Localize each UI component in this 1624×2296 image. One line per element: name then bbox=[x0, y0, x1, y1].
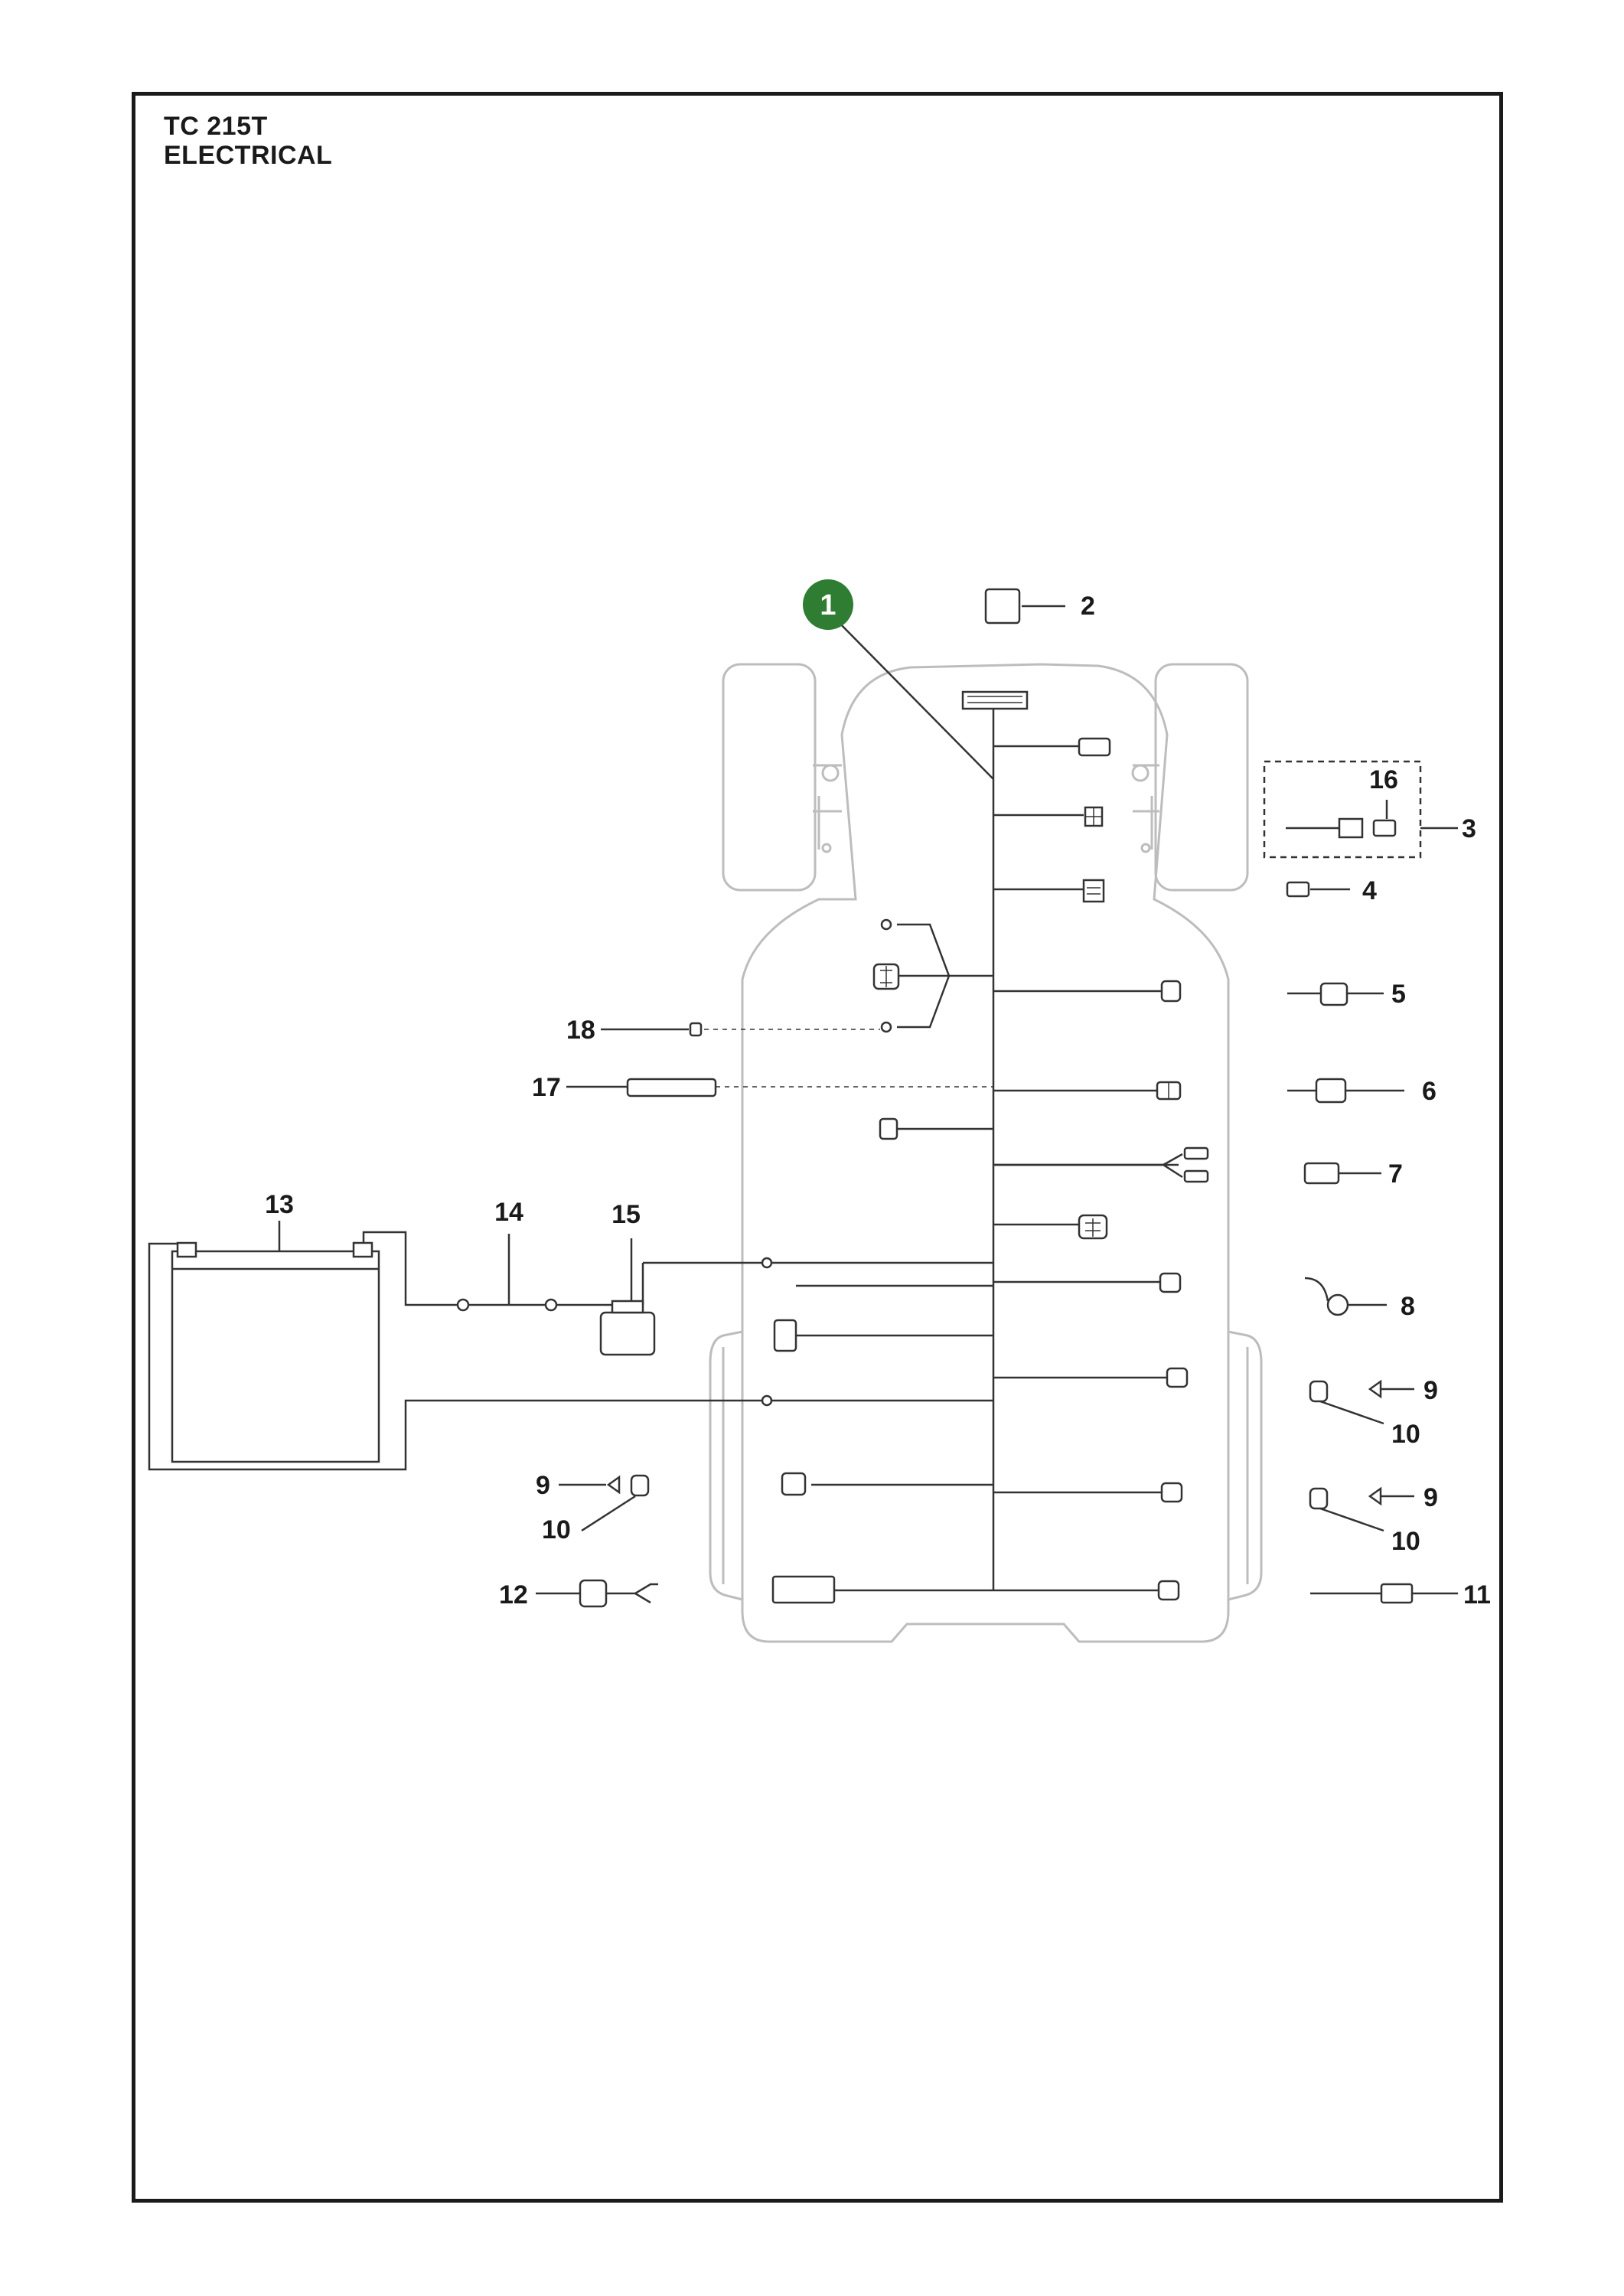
part-17-fuse-holder bbox=[626, 1078, 717, 1097]
callout-18: 18 bbox=[566, 1016, 595, 1045]
callout-8: 8 bbox=[1401, 1292, 1415, 1321]
callout-10-right-lower: 10 bbox=[1391, 1527, 1420, 1556]
part-9-plug-right-upper bbox=[1368, 1379, 1382, 1399]
callout-10-right-upper: 10 bbox=[1391, 1420, 1420, 1449]
part-2-relay bbox=[984, 588, 1021, 625]
harness-connectors bbox=[761, 690, 1209, 1604]
part-14-cable-right-terminal bbox=[544, 1298, 558, 1312]
part-4-fuse bbox=[1286, 881, 1310, 898]
part-10-switch-right-lower bbox=[1309, 1487, 1329, 1510]
callout-6: 6 bbox=[1422, 1077, 1436, 1106]
part-18-bulb bbox=[689, 1022, 703, 1037]
callout-9-left: 9 bbox=[536, 1471, 550, 1500]
callout-12: 12 bbox=[499, 1580, 528, 1609]
callout-9-right-upper: 9 bbox=[1423, 1376, 1438, 1405]
part-15-starter-solenoid bbox=[599, 1311, 656, 1356]
part-13-battery bbox=[171, 1250, 380, 1463]
callout-2: 2 bbox=[1081, 592, 1095, 621]
callout-17: 17 bbox=[532, 1073, 561, 1102]
part-11-switch bbox=[1380, 1583, 1414, 1604]
section-title: ELECTRICAL bbox=[164, 141, 333, 170]
callout-16: 16 bbox=[1369, 765, 1398, 794]
callout-3: 3 bbox=[1462, 814, 1476, 843]
part-10-switch-right-upper bbox=[1309, 1380, 1329, 1403]
part-6-switch bbox=[1315, 1078, 1347, 1104]
part-12-sensor bbox=[579, 1579, 608, 1608]
callout-10-left: 10 bbox=[542, 1515, 571, 1544]
callout-11: 11 bbox=[1463, 1580, 1491, 1609]
part-7-solenoid bbox=[1303, 1162, 1340, 1185]
callout-13: 13 bbox=[265, 1190, 294, 1219]
callout-14: 14 bbox=[494, 1198, 523, 1227]
part-9-plug-right-lower bbox=[1368, 1486, 1382, 1506]
parts bbox=[171, 588, 1458, 1608]
chassis-outline bbox=[709, 663, 1263, 1643]
callout-1-highlight: 1 bbox=[803, 579, 853, 630]
part-10-switch-left bbox=[630, 1474, 650, 1497]
callout-1-badge bbox=[803, 579, 853, 630]
part-3-group-box bbox=[1263, 760, 1422, 859]
callout-15: 15 bbox=[611, 1200, 641, 1229]
rear-right-fender bbox=[1228, 1330, 1263, 1601]
callout-5: 5 bbox=[1391, 980, 1406, 1009]
front-right-wheel bbox=[1154, 663, 1249, 892]
part-14-cable-left-terminal bbox=[456, 1298, 470, 1312]
hood-and-frame-outline bbox=[741, 663, 1230, 1643]
callout-4: 4 bbox=[1362, 876, 1377, 905]
callout-1-label: 1 bbox=[820, 589, 836, 621]
callout-labels: 2 3 16 4 5 6 7 8 9 10 9 10 11 9 10 12 13… bbox=[265, 592, 1491, 1609]
callout-9-right-lower: 9 bbox=[1423, 1483, 1438, 1512]
main-multi-pin-connector bbox=[961, 690, 1029, 710]
part-8-sensor bbox=[1326, 1293, 1349, 1316]
main-harness bbox=[148, 613, 1183, 1592]
part-5-switch bbox=[1319, 982, 1348, 1006]
part-9-plug-left bbox=[606, 1475, 621, 1495]
model-title: TC 215T bbox=[164, 112, 268, 141]
front-left-wheel bbox=[722, 663, 817, 892]
rear-left-fender bbox=[709, 1330, 743, 1601]
callout-7: 7 bbox=[1388, 1159, 1403, 1189]
page-frame bbox=[132, 92, 1503, 2203]
